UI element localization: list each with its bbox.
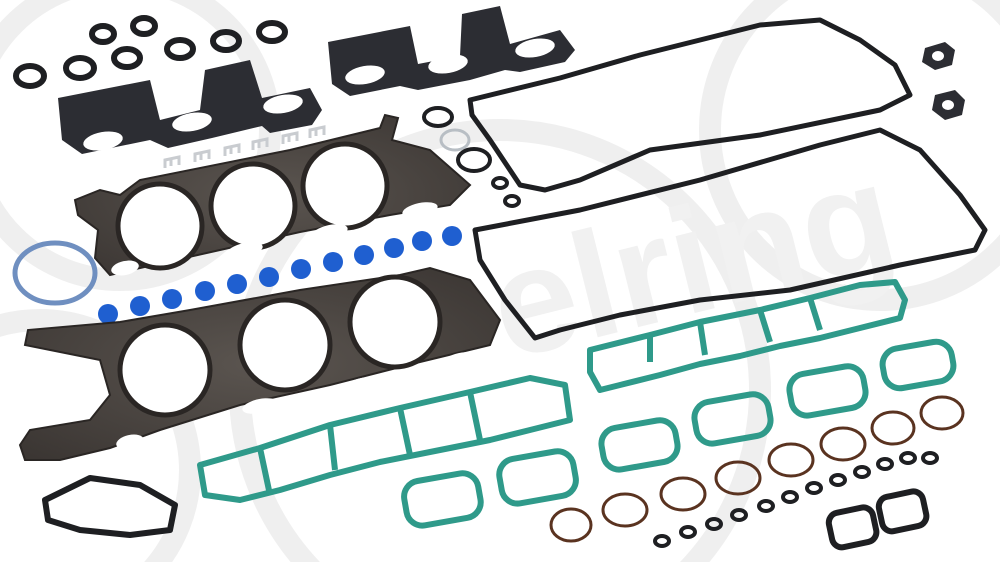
- exhaust-manifold-gasket-left: [58, 60, 322, 154]
- valve-cover-gasket-upper: [467, 17, 913, 193]
- thermostat-seal: [42, 475, 178, 538]
- tiny-black-orings: [653, 451, 939, 548]
- exhaust-manifold-gasket-right: [328, 6, 575, 96]
- blue-seal-ring: [12, 240, 98, 306]
- intake-gaskets-right: [587, 279, 957, 473]
- retaining-clips: [163, 125, 326, 168]
- square-seals: [825, 488, 930, 551]
- cylinder-head-gasket-upper: [73, 113, 472, 277]
- valve-stem-seals: [98, 226, 462, 324]
- brown-orings: [549, 395, 965, 543]
- turbo-gaskets: [922, 42, 965, 120]
- valve-cover-gasket-lower: [472, 127, 988, 341]
- watermark-text: elring: [474, 129, 911, 391]
- intake-gaskets-left: [197, 375, 579, 529]
- cylinder-head-gasket-lower: [18, 266, 502, 461]
- small-orings-center: [422, 106, 521, 208]
- small-black-rings: [13, 15, 288, 89]
